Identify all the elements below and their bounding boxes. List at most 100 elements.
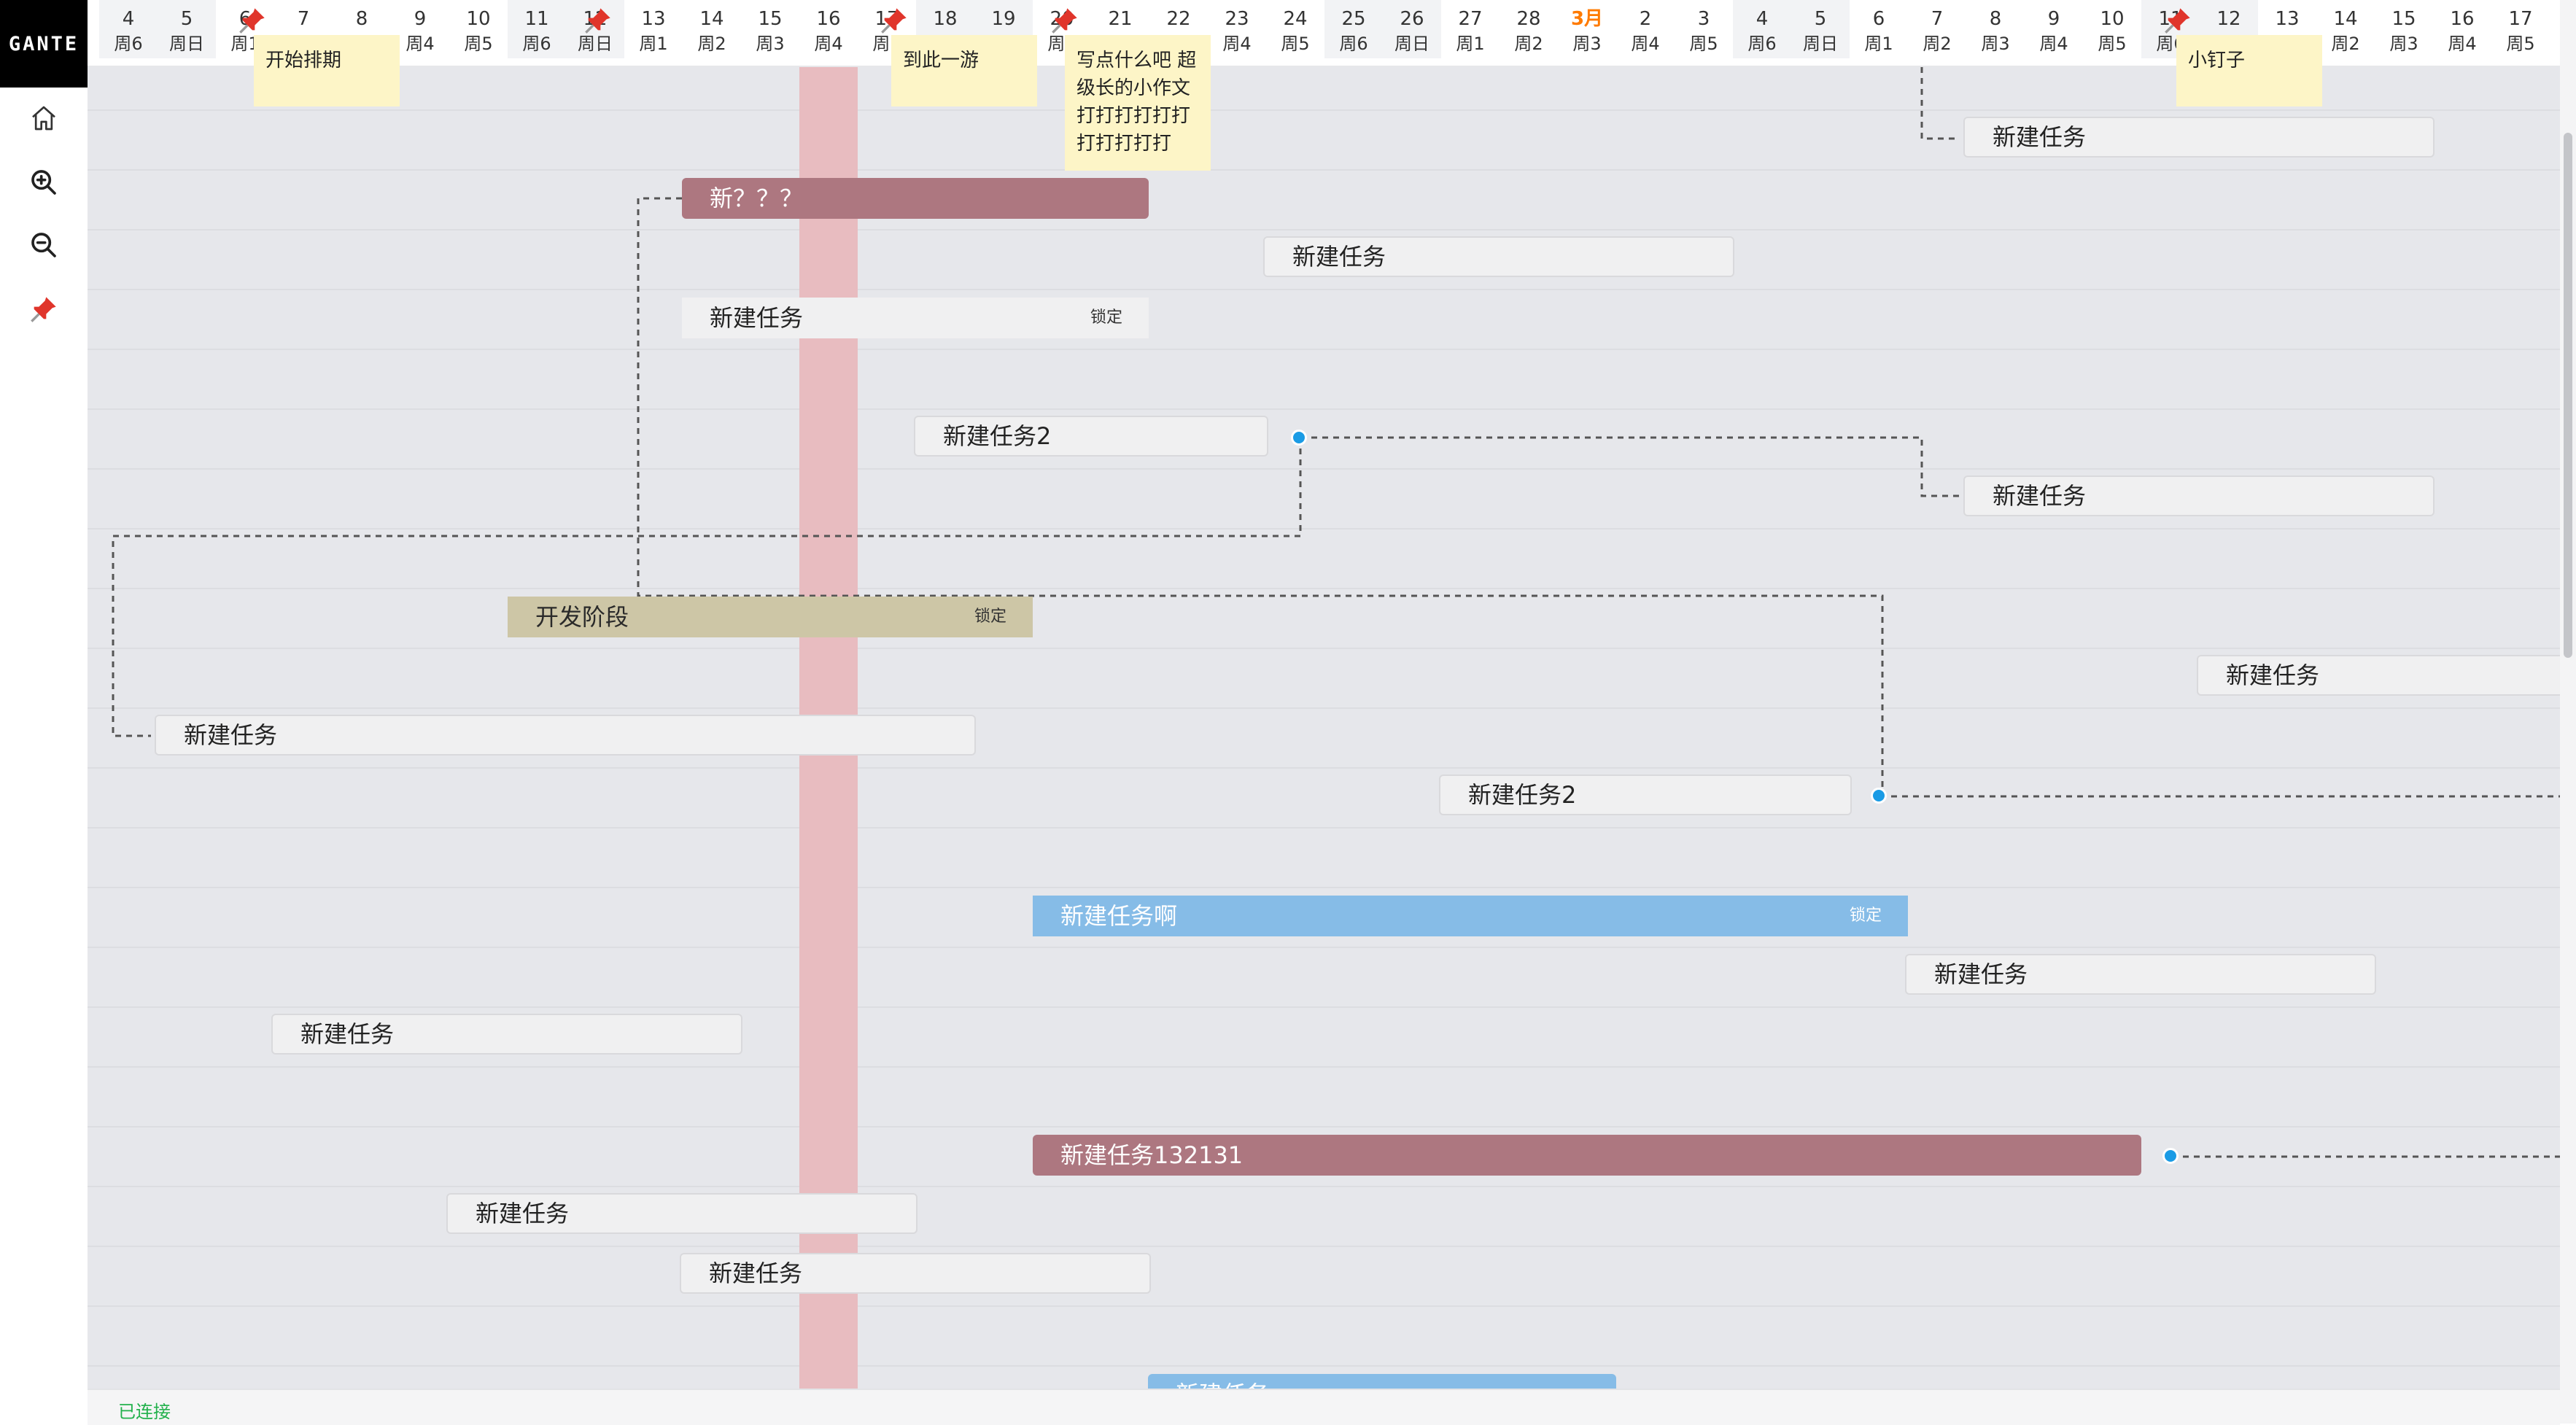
task-bar[interactable]: 新？？？	[682, 178, 1149, 219]
row-divider	[88, 169, 2560, 171]
zoom-in-button[interactable]	[22, 160, 66, 204]
task-bar[interactable]: 新建任务	[446, 1193, 917, 1234]
task-label: 新建任务	[709, 1259, 803, 1287]
row-divider	[88, 767, 2560, 769]
scrollbar-thumb[interactable]	[2564, 133, 2572, 658]
sticky-note[interactable]: 开始排期	[254, 35, 400, 106]
task-label: 新建任务2	[1468, 781, 1577, 809]
lock-badge: 锁定	[1090, 308, 1122, 327]
sticky-note[interactable]: 小钉子	[2176, 35, 2322, 106]
dependency-link	[112, 438, 1302, 737]
pin-icon[interactable]	[238, 6, 267, 35]
row-divider	[88, 1126, 2560, 1127]
row-divider	[88, 468, 2560, 470]
task-label: 新建任务	[1176, 1381, 1269, 1389]
task-bar[interactable]: 新建任务	[2197, 655, 2560, 696]
dependency-link	[637, 197, 1884, 796]
task-bar-locked[interactable]: 新建任务啊锁定	[1033, 896, 1908, 936]
task-bar[interactable]: 新建任务	[1963, 475, 2435, 516]
row-divider	[88, 588, 2560, 589]
task-label: 新建任务	[710, 304, 804, 332]
pin-icon[interactable]	[880, 6, 909, 35]
task-bar[interactable]: 新建任务132131	[1033, 1135, 2141, 1176]
task-bar[interactable]: 新建任务	[1148, 1374, 1616, 1389]
row-divider	[88, 1365, 2560, 1367]
task-bar[interactable]: 新建任务	[271, 1014, 742, 1055]
zoom-out-button[interactable]	[22, 223, 66, 267]
task-label: 开发阶段	[535, 603, 629, 631]
row-divider	[88, 1246, 2560, 1247]
row-divider	[88, 1066, 2560, 1068]
home-button[interactable]	[22, 96, 66, 140]
pin-icon[interactable]	[583, 6, 613, 35]
task-bar[interactable]: 新建任务	[1963, 117, 2435, 158]
pin-icon[interactable]	[2163, 6, 2192, 35]
row-divider	[88, 1006, 2560, 1008]
task-label: 新建任务	[1993, 123, 2087, 151]
row-divider	[88, 648, 2560, 649]
sticky-note[interactable]: 写点什么吧 超级长的小作文打打打打打打打打打打打	[1065, 35, 1211, 171]
connection-status: 已连接	[118, 1402, 171, 1422]
row-divider	[88, 289, 2560, 290]
vertical-scrollbar[interactable]	[2560, 0, 2576, 1424]
task-bar-locked[interactable]: 新建任务 锁定	[682, 298, 1149, 338]
app-logo: GANTE	[0, 0, 88, 88]
note-text: 写点什么吧 超级长的小作文打打打打打打打打打打打	[1076, 50, 1197, 155]
task-bar[interactable]: 新建任务2	[914, 416, 1268, 457]
row-divider	[88, 408, 2560, 410]
task-label: 新？？？	[710, 185, 804, 212]
task-label: 新建任务	[1292, 243, 1386, 271]
task-label: 新建任务	[184, 721, 278, 749]
task-bar-locked[interactable]: 开发阶段 锁定	[508, 597, 1033, 637]
task-label: 新建任务2	[943, 422, 1052, 450]
task-bar[interactable]: 新建任务	[1263, 236, 1734, 277]
note-text: 小钉子	[2188, 50, 2246, 71]
link-handle-dot[interactable]	[1291, 430, 1307, 446]
row-divider	[88, 109, 2560, 111]
pin-icon[interactable]	[1050, 6, 1079, 35]
task-label: 新建任务	[300, 1020, 395, 1048]
row-divider	[88, 528, 2560, 529]
task-bar[interactable]: 新建任务	[155, 715, 976, 756]
row-divider	[88, 229, 2560, 230]
link-handle-dot[interactable]	[2162, 1148, 2179, 1164]
home-icon	[32, 106, 55, 131]
row-divider	[88, 349, 2560, 350]
task-bar[interactable]: 新建任务2	[1439, 774, 1852, 815]
gantt-chart-area[interactable]: 新建任务 新？？？ 新建任务 新建任务锁定 新建任务2 新建任务 开发阶段锁定 …	[88, 67, 2560, 1389]
task-bar[interactable]: 新建任务	[680, 1253, 1151, 1294]
link-handle-dot[interactable]	[1871, 788, 1887, 804]
pin-icon	[31, 297, 56, 322]
pin-button[interactable]	[22, 287, 66, 331]
sticky-note[interactable]: 到此一游	[891, 35, 1037, 106]
lock-badge: 锁定	[974, 607, 1006, 626]
zoom-in-icon	[31, 170, 56, 195]
task-label: 新建任务	[476, 1200, 570, 1227]
left-toolbar: GANTE	[0, 0, 89, 1424]
task-bar[interactable]: 新建任务	[1905, 954, 2376, 995]
row-divider	[88, 707, 2560, 709]
task-label: 新建任务啊	[1060, 902, 1178, 930]
